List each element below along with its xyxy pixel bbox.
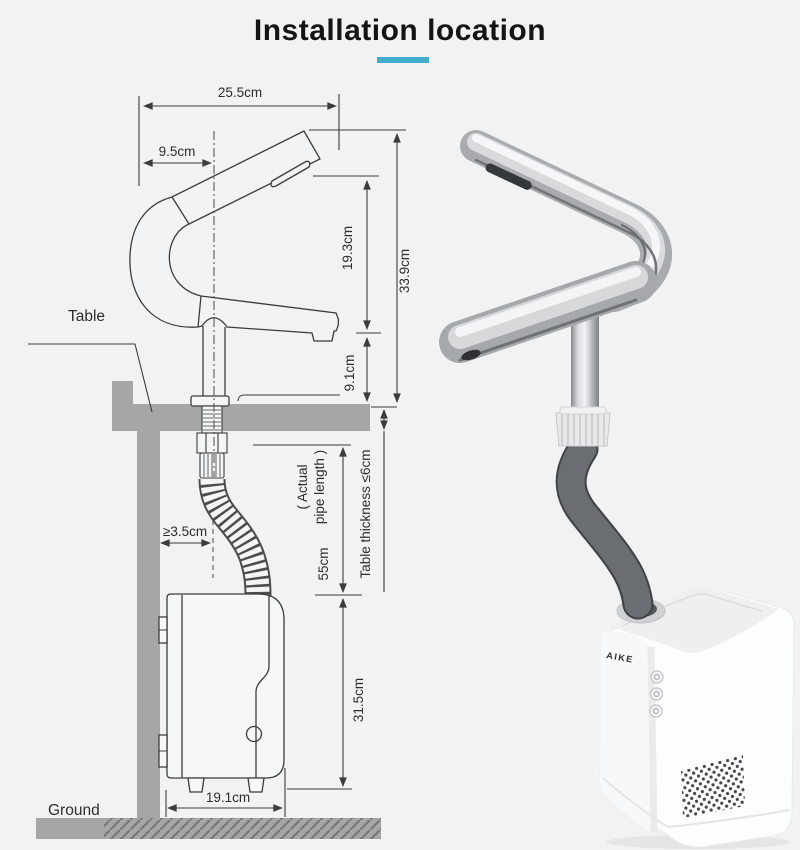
collar-nut	[555, 406, 611, 447]
connector-ribs	[203, 454, 221, 477]
collar-nut-body	[555, 412, 611, 447]
mode-button-glyph	[653, 690, 660, 698]
dim-total-height-label: 33.9cm	[397, 249, 412, 293]
faucet-seam-upper	[171, 196, 190, 225]
dim-spout-offset-label: 9.5cm	[159, 144, 196, 159]
faucet-line-drawing	[129, 130, 340, 407]
product-photo: AIKE	[460, 138, 795, 849]
fan-button-glyph	[652, 707, 660, 715]
box-button-circle	[245, 725, 263, 743]
tab-notches	[159, 629, 167, 752]
dim-body-height-label: 9.1cm	[342, 355, 357, 392]
sensor-slot	[485, 163, 532, 190]
dim-hole-to-edge-label: ≥3.5cm	[163, 524, 207, 539]
hose-line-drawing	[212, 479, 258, 596]
faucet-seam-lower	[197, 295, 202, 328]
box-front-seam	[255, 596, 270, 778]
nut-facets	[205, 433, 219, 453]
air-outlet-slot	[270, 160, 311, 188]
control-buttons	[649, 670, 664, 718]
box-bottom-seam-left	[602, 777, 669, 828]
collar-nut-ribs	[561, 414, 605, 445]
table-label: Table	[68, 308, 105, 325]
ground-label: Ground	[48, 802, 100, 819]
table-thickness-label: Table thickness ≤6cm	[358, 450, 373, 579]
dimension-lines	[28, 94, 406, 817]
box-bottom-seam-front	[667, 809, 791, 828]
dim-box-height-label: 31.5cm	[351, 678, 366, 722]
mode-button	[649, 687, 664, 701]
table-leader-line	[28, 343, 153, 413]
table-leg	[137, 431, 160, 818]
faucet-photo	[460, 138, 656, 447]
brand-logo: AIKE	[606, 650, 635, 665]
base-extension-line	[237, 394, 340, 402]
page-title: Installation location	[253, 14, 547, 47]
pipe-note-line1: ( Actual	[295, 464, 310, 509]
dimension-labels: 25.5cm 9.5cm 19.3cm 33.9cm 9.1cm ≥3.5cm …	[48, 85, 412, 819]
dim-pipe-length-label: 55cm	[316, 547, 331, 580]
machine-box-drawing	[158, 593, 285, 793]
centerlines	[212, 131, 215, 578]
box-left-face	[600, 631, 652, 834]
box-foot-left	[187, 777, 205, 793]
power-button	[650, 670, 664, 684]
table-slab	[112, 404, 370, 431]
control-box: AIKE	[599, 586, 795, 848]
box-outline	[166, 593, 285, 779]
dim-spout-to-table-label: 19.3cm	[340, 226, 355, 270]
hose-photo	[571, 449, 638, 604]
faucet-outline	[129, 130, 340, 342]
thread-lines	[203, 409, 221, 431]
box-foot-right	[247, 777, 265, 793]
collar-nut-rim	[559, 406, 607, 415]
dim-top-width-label: 25.5cm	[218, 85, 262, 100]
vent-grille	[681, 755, 745, 818]
hose-photo-ribs	[571, 449, 638, 604]
under-table-fittings	[196, 405, 228, 479]
dim-box-width-label: 19.1cm	[206, 790, 250, 805]
base-trim-ring	[190, 395, 230, 407]
power-button-glyph	[653, 673, 661, 681]
title-accent-bar	[377, 57, 429, 63]
fan-button	[649, 704, 663, 718]
nozzle-outlet	[461, 349, 481, 361]
lock-nut	[196, 432, 228, 454]
pipe-note-line2: pipe length )	[312, 450, 327, 524]
ground-hatching	[104, 818, 381, 839]
table-structure	[36, 381, 381, 839]
